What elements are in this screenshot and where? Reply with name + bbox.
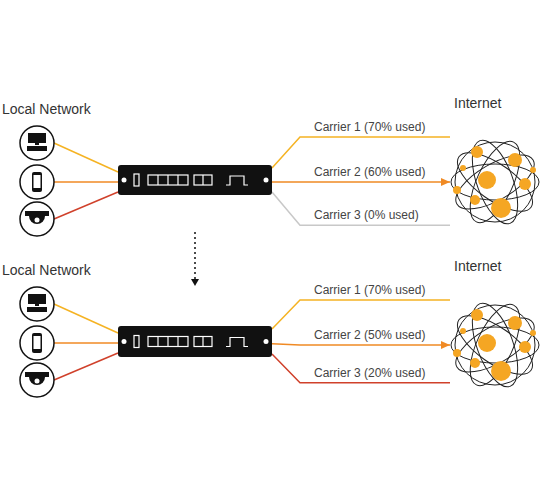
router-port-bank [148, 175, 188, 185]
network-dot [491, 198, 511, 218]
router-port [134, 174, 139, 186]
carrier-label: Carrier 1 (70% used) [314, 283, 425, 297]
globe-orbit [463, 134, 527, 229]
internet-globe: Internet [450, 137, 540, 227]
globe-orbit [463, 297, 527, 392]
router-port [194, 337, 212, 347]
local-devices [20, 126, 118, 236]
network-dot [460, 328, 466, 334]
router-screw [264, 178, 269, 183]
globe-orbit [448, 144, 542, 219]
router-port-bank [148, 337, 188, 347]
network-dot [460, 165, 466, 171]
carrier-link [272, 344, 450, 345]
globe-orbit [449, 305, 542, 385]
transition-arrowhead [191, 279, 199, 286]
globe-orbit [449, 142, 542, 222]
globe-outline [455, 142, 535, 222]
router-port-divider [157, 337, 158, 347]
router-body [118, 165, 272, 195]
router-port [134, 336, 139, 348]
connector-layer [272, 137, 450, 383]
router-port-divider [202, 175, 203, 185]
network-dot [491, 361, 511, 381]
router-connector [226, 338, 248, 347]
network-dot [453, 186, 461, 194]
local-devices [20, 287, 118, 397]
globe-shape [450, 300, 540, 390]
node-heading: Internet [454, 258, 501, 274]
network-dot [508, 153, 522, 167]
network-dot [478, 171, 496, 189]
router-port-divider [167, 175, 168, 185]
router-port-divider [177, 337, 178, 347]
router-port [194, 175, 212, 185]
router-port-divider [167, 337, 168, 347]
network-dot [471, 309, 483, 321]
network-dot [470, 358, 480, 368]
router-screw [264, 339, 269, 344]
carrier-label: Carrier 2 (50% used) [314, 328, 425, 342]
carrier-link [272, 192, 450, 225]
transition-arrow [194, 232, 196, 279]
router-port-divider [157, 175, 158, 185]
carrier-link [272, 137, 450, 168]
globe-orbit [451, 164, 539, 200]
globe-orbit [451, 327, 539, 363]
network-dot [508, 316, 522, 330]
carrier-link [272, 181, 450, 183]
section-label: Local Network [2, 262, 91, 278]
router-shape [118, 326, 272, 357]
carrier-link [272, 354, 450, 383]
router-body [118, 326, 272, 357]
carrier-label: Carrier 1 (70% used) [314, 120, 425, 134]
router-connector [226, 176, 248, 185]
carrier-link [272, 300, 450, 329]
router-port-divider [177, 175, 178, 185]
network-dot [530, 330, 536, 336]
carrier-label: Carrier 2 (60% used) [314, 165, 425, 179]
router-screw [122, 339, 127, 344]
router-port-divider [202, 337, 203, 347]
carrier-label: Carrier 3 (0% used) [314, 208, 419, 222]
network-dot [470, 195, 480, 205]
router-screw [122, 178, 127, 183]
globe-orbit [448, 307, 542, 382]
globe-outline [455, 305, 535, 385]
router-box [118, 326, 272, 357]
router-shape [118, 165, 272, 195]
network-dot [519, 178, 531, 190]
router-box [118, 165, 272, 195]
network-dot [530, 167, 536, 173]
carrier-label: Carrier 3 (20% used) [314, 366, 425, 380]
network-dot [478, 334, 496, 352]
globe-shape [450, 137, 540, 227]
network-dot [519, 341, 531, 353]
internet-globe: Internet [450, 300, 540, 390]
network-dot [453, 349, 461, 357]
network-dot [471, 146, 483, 158]
node-heading: Internet [454, 95, 501, 111]
section-label: Local Network [2, 101, 91, 117]
